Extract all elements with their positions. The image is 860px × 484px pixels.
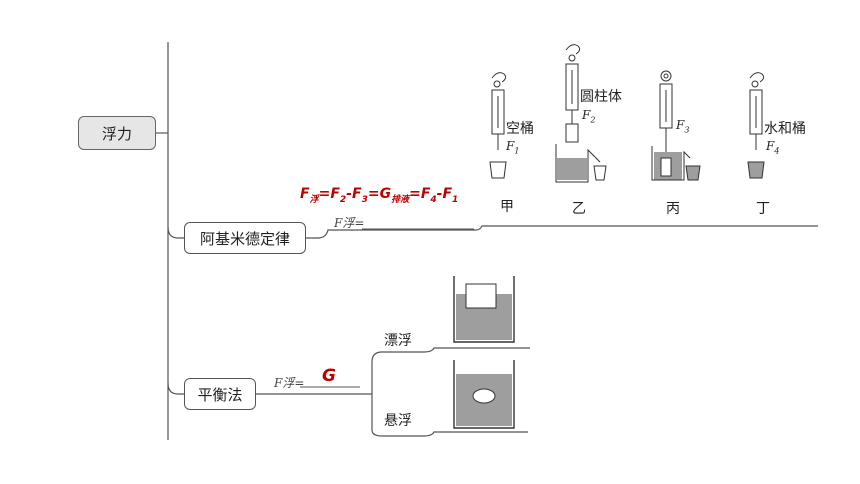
experiment-ding-label: 水和桶: [764, 121, 806, 137]
experiment-yi-step: 乙: [572, 201, 586, 217]
experiment-bing-step: 丙: [666, 201, 680, 217]
archimedes-blank-prefix: F浮=: [334, 216, 365, 230]
case-floating-label: 漂浮: [384, 333, 412, 349]
archimedes-underline: [306, 225, 818, 239]
archimedes-node[interactable]: 阿基米德定律: [184, 222, 306, 254]
experiment-yi-label: 圆柱体: [580, 89, 622, 105]
experiment-yi-illustration: [555, 44, 607, 183]
experiment-bing-force: F3: [676, 118, 690, 135]
balance-blank-prefix: F浮=: [274, 376, 305, 390]
balance-node[interactable]: 平衡法: [184, 378, 256, 410]
balance-connector: [167, 382, 184, 395]
experiment-jia-label: 空桶: [506, 121, 534, 137]
experiment-jia-step: 甲: [500, 199, 514, 215]
root-label: 浮力: [101, 124, 132, 143]
case-suspended-label: 悬浮: [384, 413, 412, 429]
experiment-ding-illustration: [747, 72, 765, 179]
experiment-ding-force: F4: [766, 139, 780, 156]
experiment-jia-force: F1: [506, 139, 520, 156]
experiment-jia-illustration: [489, 72, 507, 179]
floating-beaker-illustration: [453, 276, 515, 343]
experiment-yi-force: F2: [582, 108, 596, 125]
archimedes-label: 阿基米德定律: [199, 229, 290, 248]
suspended-beaker-illustration: [453, 360, 515, 429]
archimedes-connector: [167, 226, 184, 239]
root-node[interactable]: 浮力: [78, 116, 156, 150]
experiment-ding-step: 丁: [756, 201, 770, 217]
archimedes-formula: F浮=F2-F3=G排液=F4-F1: [300, 186, 459, 205]
balance-answer: G: [322, 366, 336, 386]
balance-label: 平衡法: [197, 385, 243, 404]
experiment-bing-illustration: [651, 70, 701, 181]
balance-bracket: [371, 347, 530, 437]
